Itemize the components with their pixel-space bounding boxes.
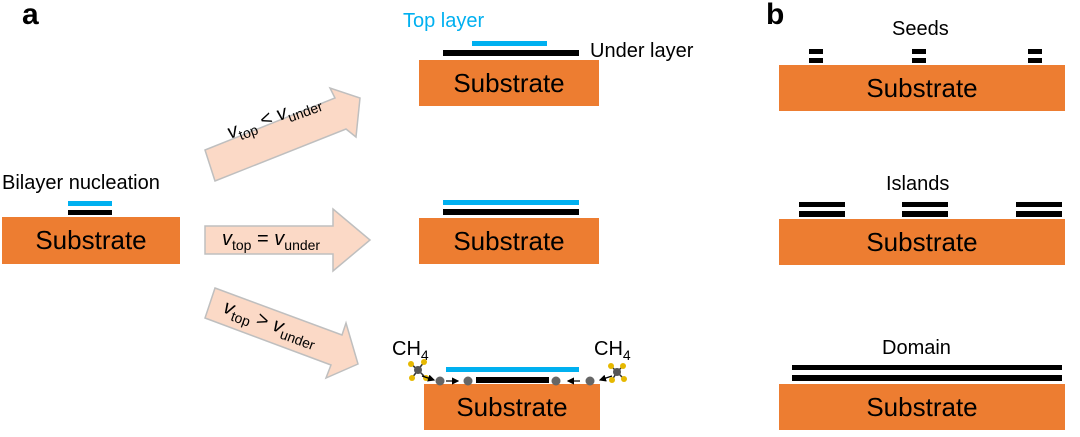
domain-caption: Domain [882,337,951,359]
ch4-molecule-left-icon [408,359,429,381]
island-2-top [902,202,948,207]
lower-top-layer [446,367,579,372]
top-layer-caption: Top layer [403,10,485,32]
nucleation-under-layer [68,210,112,215]
island-1-top [799,202,845,207]
island-2-under [902,211,948,217]
substrate-seeds: Substrate [779,65,1065,111]
panel-b-label: b [766,0,785,31]
substrate-lower: Substrate [424,384,600,430]
under-layer-caption: Under layer [590,40,694,62]
panel-a-label: a [22,0,39,31]
seed-3-top [1028,49,1042,54]
nucleation-top-layer [68,201,112,206]
middle-top-layer [443,200,579,205]
island-3-under [1016,211,1062,217]
middle-under-layer [443,209,579,215]
island-3-top [1016,202,1062,207]
islands-caption: Islands [886,173,950,195]
substrate-middle: Substrate [419,218,599,264]
seed-2-top [912,49,926,54]
seed-2-under [912,58,926,63]
domain-top [792,365,1062,370]
carbon-atom-3 [551,376,561,386]
ch4-left-arrow [421,374,436,382]
upper-top-layer [472,41,547,46]
lower-under-layer [476,377,549,383]
ch4-right-label: CH4 [594,338,631,363]
ch4-molecule-right-icon [608,363,627,383]
substrate-islands: Substrate [779,219,1065,265]
island-1-under [799,211,845,217]
arrow-middle [204,207,372,273]
carbon-atom-2 [463,376,473,386]
ch4-right-arrow [598,374,613,382]
substrate-domain: Substrate [779,384,1065,430]
seed-1-top [809,49,823,54]
arrow-lower [204,287,359,380]
substrate-nucleation: Substrate [2,217,180,264]
seed-3-under [1028,58,1042,63]
substrate-upper: Substrate [419,60,599,106]
seeds-caption: Seeds [892,18,949,40]
ch4-left-label: CH4 [392,338,429,363]
arrow-upper [204,86,361,182]
arrow-middle-label: vtop = vunder [222,228,321,253]
seed-1-under [809,58,823,63]
carbon-atom-1 [435,376,445,386]
domain-under [792,375,1062,381]
carbon-atom-4 [585,376,595,386]
upper-under-layer [443,50,579,56]
nucleation-caption: Bilayer nucleation [2,172,160,194]
